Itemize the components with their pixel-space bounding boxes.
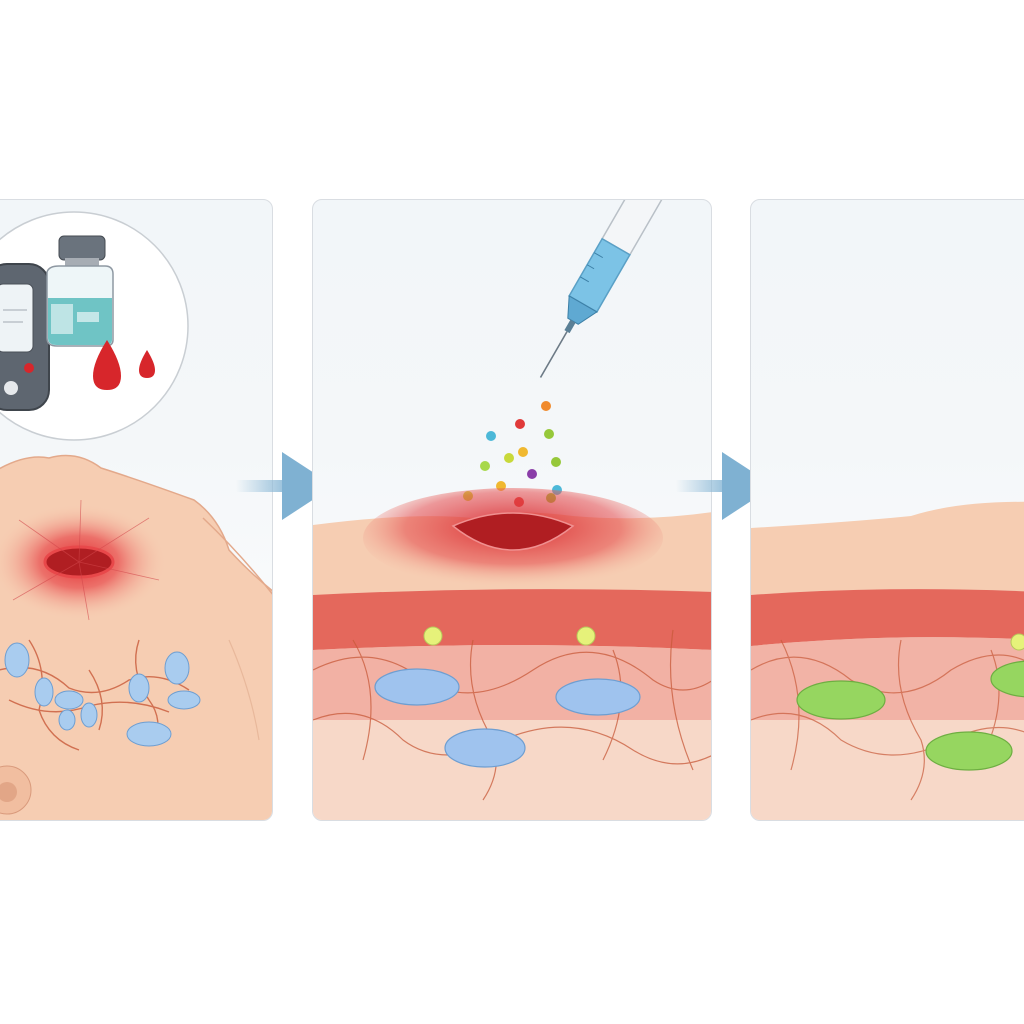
blood-drop-small-icon bbox=[139, 350, 155, 378]
skin-cross-section bbox=[313, 488, 711, 820]
arrow-2-icon bbox=[676, 452, 774, 520]
vessels bbox=[0, 639, 190, 751]
ice-crystals bbox=[4, 642, 201, 747]
skin-cross-section bbox=[751, 501, 1024, 820]
panel-after-art bbox=[751, 501, 1024, 820]
panel-injection bbox=[312, 199, 712, 821]
panel-before-art bbox=[0, 211, 272, 820]
wound bbox=[451, 512, 575, 551]
insulin-vial-icon bbox=[46, 235, 114, 347]
green-cells bbox=[796, 660, 1024, 771]
panel-before bbox=[0, 199, 273, 821]
supplies-inset bbox=[0, 211, 189, 441]
glucose-meter-icon bbox=[0, 263, 50, 411]
panel-after bbox=[750, 199, 1024, 821]
abdomen bbox=[0, 454, 272, 820]
panel-injection-art bbox=[313, 200, 711, 820]
blue-cells bbox=[374, 668, 641, 768]
vessels bbox=[751, 639, 1024, 801]
blood-drop-icon bbox=[93, 340, 121, 390]
syringe-icon bbox=[539, 200, 663, 378]
arrow-1-icon bbox=[236, 452, 334, 520]
